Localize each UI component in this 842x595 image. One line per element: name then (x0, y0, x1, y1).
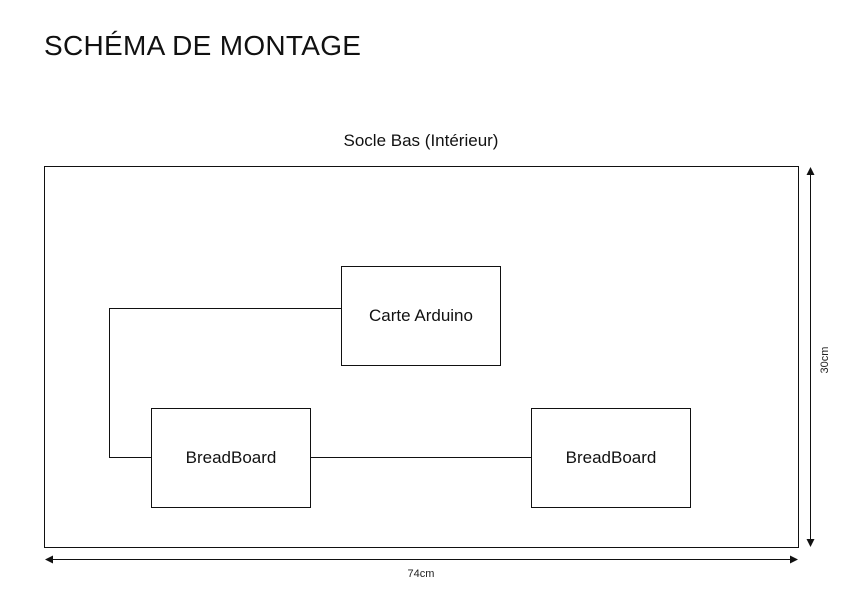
breadboard-right-label: BreadBoard (565, 448, 657, 467)
diagram-caption: Socle Bas (Intérieur) (343, 131, 499, 150)
base-outline (44, 166, 799, 548)
width-dimension-label: 74cm (407, 568, 435, 580)
wire-arduino-to-breadboard-left (109, 308, 342, 458)
height-dimension-label: 30cm (819, 346, 831, 374)
breadboard-left-label: BreadBoard (185, 448, 277, 467)
arduino-box (341, 266, 501, 366)
page-title: SCHÉMA DE MONTAGE (44, 30, 362, 61)
arduino-label: Carte Arduino (369, 306, 473, 325)
